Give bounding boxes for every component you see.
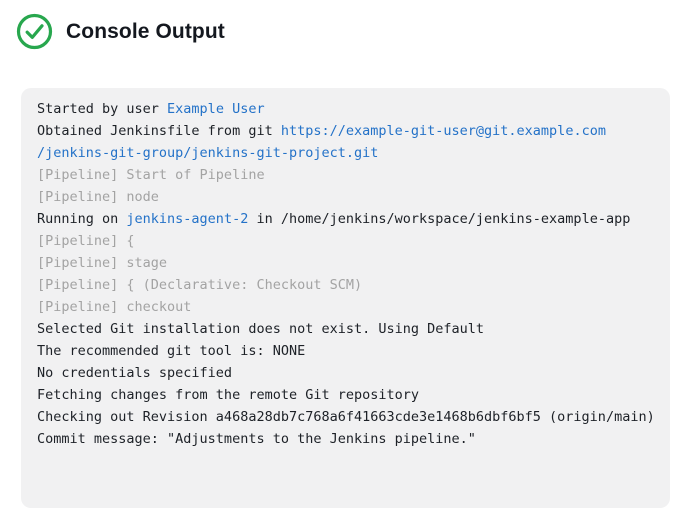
console-line: Running on jenkins-agent-2 in /home/jenk…: [37, 208, 654, 230]
console-line: [Pipeline] node: [37, 186, 654, 208]
console-text: Obtained Jenkinsfile from git: [37, 123, 281, 139]
console-line: Selected Git installation does not exist…: [37, 318, 654, 340]
console-text: Running on: [37, 211, 127, 227]
console-line: Fetching changes from the remote Git rep…: [37, 384, 654, 406]
console-line: [Pipeline] checkout: [37, 296, 654, 318]
console-link[interactable]: Example User: [167, 101, 265, 117]
console-text: Started by user: [37, 101, 168, 117]
console-text: in /home/jenkins/workspace/jenkins-examp…: [248, 211, 631, 227]
success-check-icon: [16, 13, 53, 50]
console-line: [Pipeline] stage: [37, 252, 654, 274]
console-line: /jenkins-git-group/jenkins-git-project.g…: [37, 142, 654, 164]
console-text: [Pipeline] {: [37, 233, 135, 249]
console-link[interactable]: https://example-git-user@git.example.com: [280, 123, 606, 139]
page-title: Console Output: [66, 19, 225, 43]
console-text: [Pipeline] Start of Pipeline: [37, 167, 265, 183]
console-line: [Pipeline] Start of Pipeline: [37, 164, 654, 186]
console-text: [Pipeline] { (Declarative: Checkout SCM): [37, 277, 363, 293]
console-text: The recommended git tool is: NONE: [37, 343, 306, 359]
console-line: Commit message: "Adjustments to the Jenk…: [37, 428, 654, 450]
console-line: Obtained Jenkinsfile from git https://ex…: [37, 120, 654, 142]
console-text: Checking out Revision a468a28db7c768a6f4…: [37, 409, 655, 425]
console-text: No credentials specified: [37, 365, 233, 381]
console-line: Checking out Revision a468a28db7c768a6f4…: [37, 406, 655, 428]
console-text: Commit message: "Adjustments to the Jenk…: [37, 431, 476, 447]
console-line: [Pipeline] { (Declarative: Checkout SCM): [37, 274, 654, 296]
console-text: [Pipeline] node: [37, 189, 159, 205]
page-header: Console Output: [16, 13, 225, 50]
console-text: [Pipeline] checkout: [37, 299, 192, 315]
console-line: [Pipeline] {: [37, 230, 654, 252]
console-line: No credentials specified: [37, 362, 654, 384]
console-text: Selected Git installation does not exist…: [37, 321, 485, 337]
console-link[interactable]: /jenkins-git-group/jenkins-git-project.g…: [37, 145, 379, 161]
console-text: Fetching changes from the remote Git rep…: [37, 387, 420, 403]
console-link[interactable]: jenkins-agent-2: [126, 211, 249, 227]
console-text: [Pipeline] stage: [37, 255, 168, 271]
console-line: The recommended git tool is: NONE: [37, 340, 654, 362]
console-line: Started by user Example User: [37, 98, 654, 120]
